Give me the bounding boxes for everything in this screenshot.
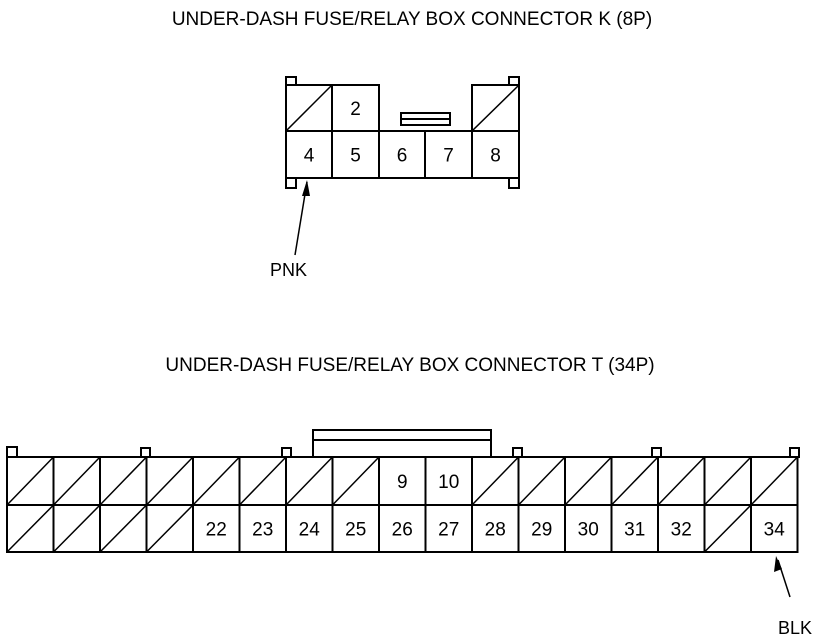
unused-cavity-hatch — [238, 456, 287, 506]
unused-cavity-hatch — [6, 504, 55, 553]
latch-notch — [789, 447, 800, 458]
pin-number: 2 — [350, 99, 361, 120]
connector-k: 2 4 5 6 7 8 — [285, 76, 520, 256]
unused-cavity-hatch — [99, 504, 148, 553]
pin-number: 23 — [252, 520, 273, 541]
wire-arrowhead — [302, 180, 310, 196]
unused-cavity-hatch — [145, 504, 194, 553]
pin-number: 8 — [490, 146, 501, 167]
latch-notch — [281, 447, 292, 458]
pin-number: 10 — [438, 472, 459, 493]
pin-number: 25 — [345, 520, 366, 541]
unused-cavity-hatch — [750, 456, 799, 506]
unused-cavity-hatch — [99, 456, 148, 506]
pin-number: 28 — [485, 520, 506, 541]
unused-cavity-hatch — [703, 504, 752, 553]
pin-number: 7 — [443, 146, 454, 167]
unused-cavity-hatch — [285, 456, 334, 506]
unused-cavity-hatch — [471, 456, 520, 506]
connector-t-title: UNDER-DASH FUSE/RELAY BOX CONNECTOR T (3… — [165, 355, 654, 376]
pin-number: 34 — [764, 520, 786, 541]
pin-number: 4 — [304, 146, 315, 167]
connector-k-title: UNDER-DASH FUSE/RELAY BOX CONNECTOR K (8… — [172, 9, 652, 30]
pin-number: 24 — [299, 520, 321, 541]
unused-cavity-hatch — [517, 456, 566, 506]
latch-notch — [512, 447, 523, 458]
unused-cavity-hatch — [610, 456, 659, 506]
locking-tab — [312, 429, 492, 457]
wire-arrowhead — [774, 556, 782, 572]
pin-number: 6 — [397, 146, 408, 167]
unused-cavity-hatch — [331, 456, 380, 506]
unused-cavity-hatch — [703, 456, 752, 506]
latch-notch — [508, 76, 520, 85]
unused-cavity-hatch — [52, 504, 101, 553]
latch-notch — [285, 178, 297, 189]
latch-notch — [651, 447, 662, 458]
pin-cell — [750, 504, 799, 553]
unused-cavity-hatch — [52, 456, 101, 506]
pin-number: 29 — [531, 520, 552, 541]
unused-cavity-hatch — [192, 456, 241, 506]
connector-t: 9 10 22 23 24 25 26 27 28 29 30 31 32 34 — [6, 429, 800, 598]
unused-cavity-hatch — [6, 456, 55, 506]
connector-t-wire-label: BLK — [778, 618, 812, 638]
pin-number: 9 — [397, 472, 408, 493]
unused-cavity-hatch — [564, 456, 613, 506]
pin-number: 27 — [438, 520, 459, 541]
unused-cavity-hatch — [145, 456, 194, 506]
latch-notch — [140, 447, 151, 458]
pin-number: 5 — [350, 146, 361, 167]
pin-number: 32 — [671, 520, 692, 541]
pin-number: 22 — [206, 520, 227, 541]
unused-cavity-hatch — [471, 84, 520, 132]
connector-k-wire-label: PNK — [270, 260, 307, 280]
pin-number: 30 — [578, 520, 599, 541]
latch-notch — [6, 446, 18, 457]
latch-notch — [285, 76, 297, 85]
pin-cell — [471, 130, 520, 179]
latch-notch — [508, 178, 520, 189]
unused-cavity-hatch — [657, 456, 706, 506]
pin-number: 31 — [624, 520, 645, 541]
pin-number: 26 — [392, 520, 413, 541]
unused-cavity-hatch — [285, 84, 333, 132]
